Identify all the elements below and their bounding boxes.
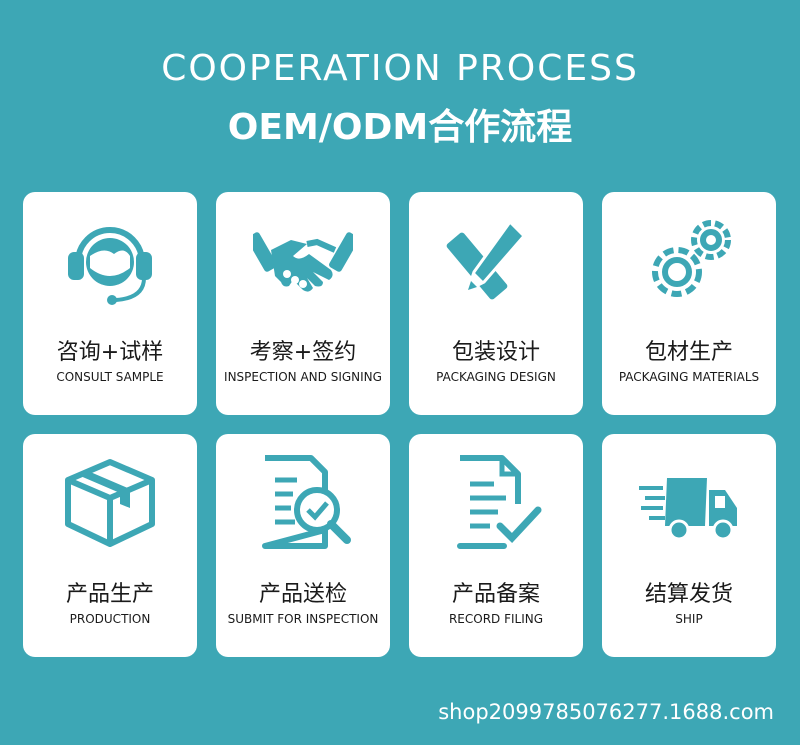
shop-url-watermark: shop2099785076277.1688.com	[438, 700, 774, 724]
step-card-record-filing: 产品备案 RECORD FILING	[409, 434, 583, 657]
step-title-en: PACKAGING MATERIALS	[618, 370, 760, 384]
handshake-icon	[253, 210, 353, 310]
step-title-cn: 产品送检	[258, 582, 347, 607]
step-title-en: INSPECTION AND SIGNING	[224, 370, 382, 384]
gears-icon	[639, 210, 739, 310]
step-card-ship: 结算发货 SHIP	[602, 434, 776, 657]
step-card-inspection-signing: 考察+签约 INSPECTION AND SIGNING	[216, 192, 390, 415]
step-card-production: 产品生产 PRODUCTION	[23, 434, 197, 657]
step-card-packaging-materials: 包材生产 PACKAGING MATERIALS	[602, 192, 776, 415]
delivery-truck-icon	[639, 452, 739, 552]
step-title-cn: 产品备案	[451, 582, 540, 607]
step-card-submit-inspection: 产品送检 SUBMIT FOR INSPECTION	[216, 434, 390, 657]
step-title-en: RECORD FILING	[448, 612, 544, 626]
step-title-en: CONSULT SAMPLE	[56, 370, 164, 384]
step-title-cn: 包装设计	[451, 340, 540, 365]
step-title-cn: 考察+签约	[249, 340, 357, 365]
step-title-cn: 产品生产	[65, 582, 154, 607]
step-title-cn: 咨询+试样	[56, 340, 164, 365]
title-english: COOPERATION PROCESS	[161, 48, 639, 89]
step-title-en: PACKAGING DESIGN	[436, 370, 556, 384]
document-magnifier-icon	[253, 452, 353, 552]
box-icon	[60, 452, 160, 552]
step-title-cn: 结算发货	[644, 582, 733, 607]
step-card-consult: 咨询+试样 CONSULT SAMPLE	[23, 192, 197, 415]
step-title-en: PRODUCTION	[69, 612, 151, 626]
step-title-cn: 包材生产	[644, 340, 733, 365]
document-check-icon	[446, 452, 546, 552]
step-title-en: SUBMIT FOR INSPECTION	[227, 612, 379, 626]
step-title-en: SHIP	[675, 612, 703, 626]
pencil-ruler-icon	[446, 210, 546, 310]
title-chinese: OEM/ODM合作流程	[227, 107, 573, 148]
step-card-packaging-design: 包装设计 PACKAGING DESIGN	[409, 192, 583, 415]
headset-support-icon	[60, 210, 160, 310]
